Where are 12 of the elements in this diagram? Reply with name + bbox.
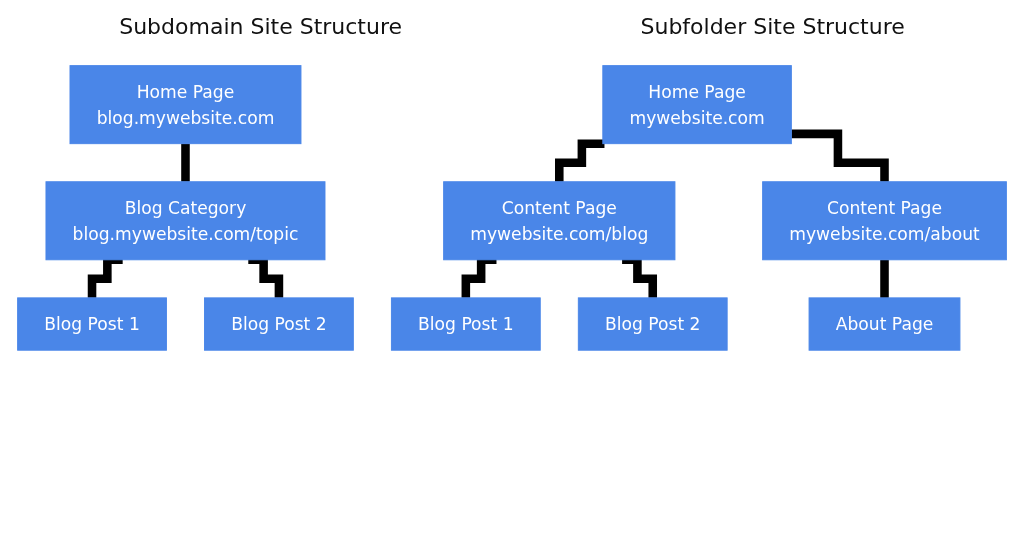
node-box: Home Page mywebsite.com (602, 65, 792, 145)
node-box: Home Page blog.mywebsite.com (69, 65, 302, 145)
node-box: Blog Post 2 (577, 297, 728, 351)
node-box: Content Page mywebsite.com/blog (443, 181, 676, 261)
node-box: Blog Post 1 (390, 297, 541, 351)
node-box: About Page (808, 297, 961, 351)
node-box: Content Page mywebsite.com/about (762, 181, 1007, 261)
section-heading: Subdomain Site Structure (119, 14, 403, 41)
section-heading: Subfolder Site Structure (640, 14, 905, 41)
node-box: Blog Category blog.mywebsite.com/topic (45, 181, 326, 261)
node-box: Blog Post 1 (17, 297, 167, 351)
node-box: Blog Post 2 (204, 297, 354, 351)
